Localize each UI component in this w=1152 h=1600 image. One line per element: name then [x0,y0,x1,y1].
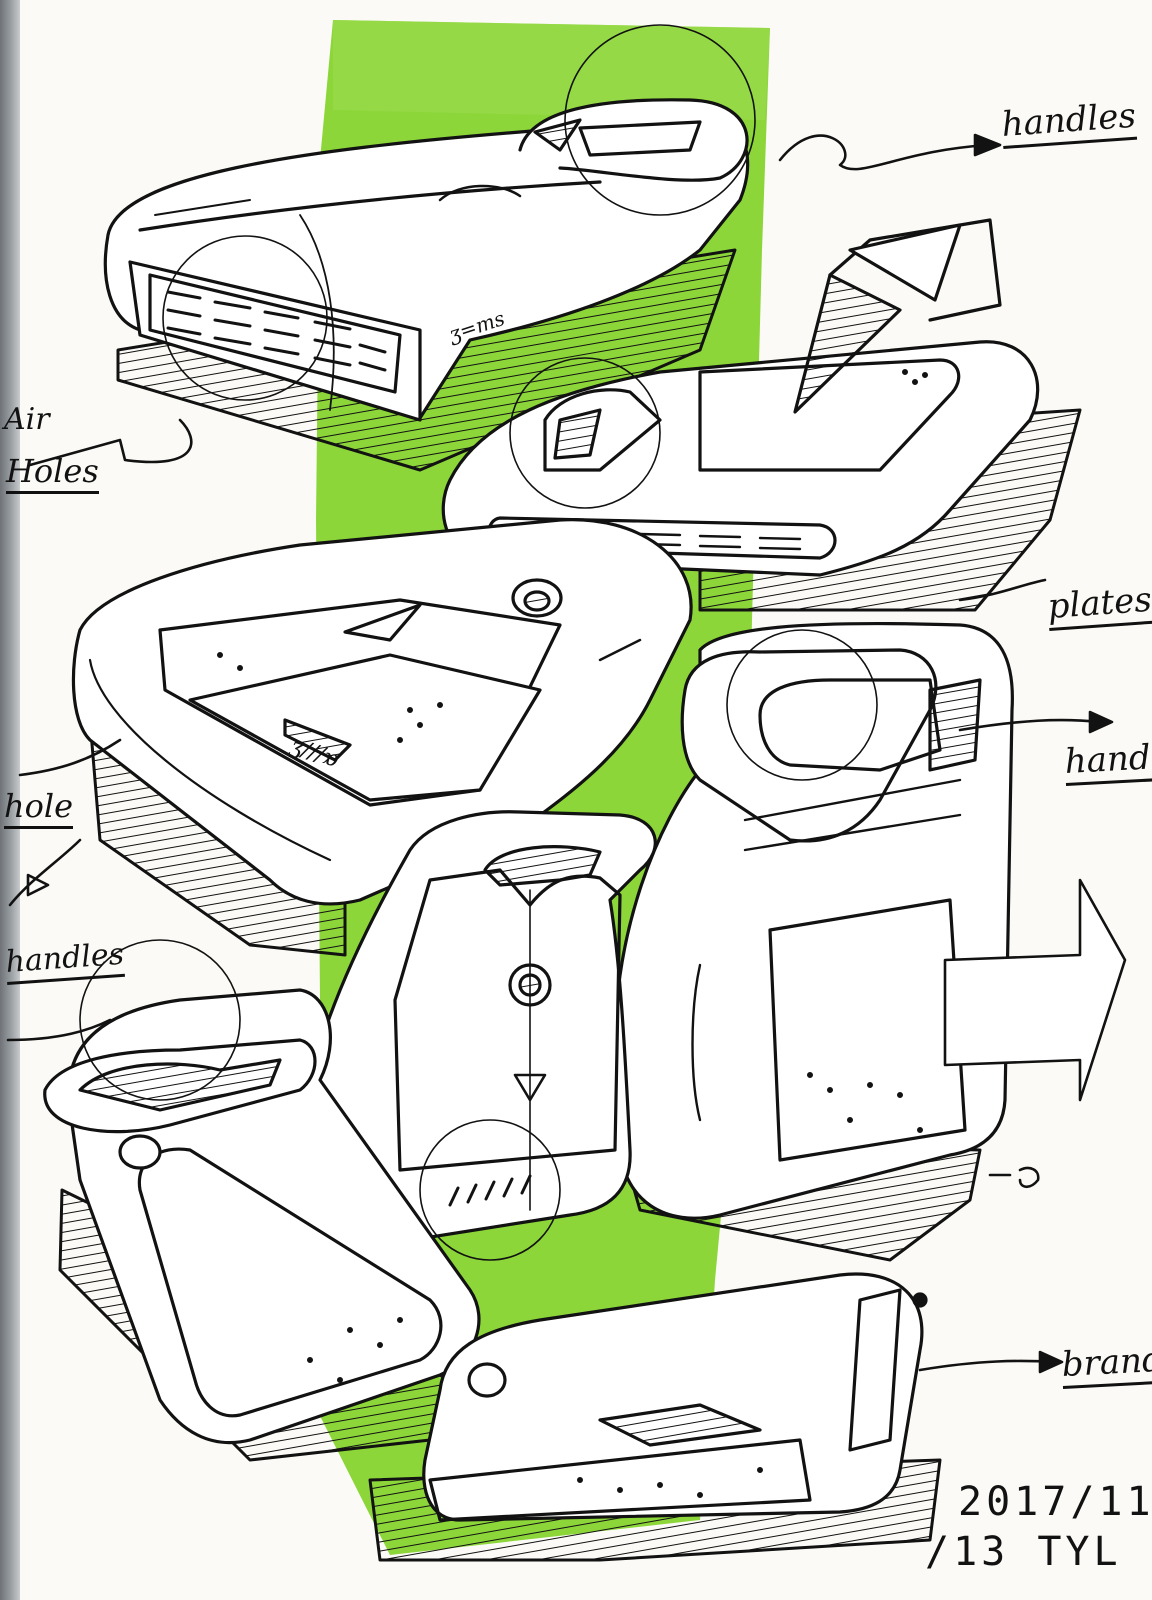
plate-dots [902,369,928,385]
mid-left-plate-dots [217,652,443,743]
bottom-left-plate-dots [307,1317,403,1383]
annotation-holes-label: Holes [6,455,99,494]
center-vent-slots [448,1174,532,1207]
notebook-binding-edge [0,0,20,1600]
tall-plate-dots [807,1072,923,1133]
mid-left-sandwich-maker-sketch [71,518,693,957]
open-lid-sandwich-maker-sketch [441,218,1082,612]
annotation-brand: brand [1061,1340,1152,1389]
annotation-air-label: Air [4,402,50,437]
top-sandwich-maker-sketch [103,24,756,472]
sketch-date-line1: 2017/11 [958,1479,1152,1525]
annotation-hole: hole [4,790,74,829]
bottom-left-sandwich-maker-sketch [43,939,481,1462]
sketch-date-signature-line2: /13 TYL [925,1529,1122,1575]
air-holes-pattern [166,290,387,372]
bottom-center-plate-dots [577,1467,763,1498]
bottom-center-sandwich-maker-sketch [368,1272,942,1562]
center-sandwich-maker-sketch [293,810,657,1261]
annotation-plates: plates [1046,580,1152,631]
annotation-handles-mid: handles [1064,735,1152,786]
annotation-leader-lines [6,133,1114,1374]
tall-right-sandwich-maker-sketch [613,621,1127,1262]
